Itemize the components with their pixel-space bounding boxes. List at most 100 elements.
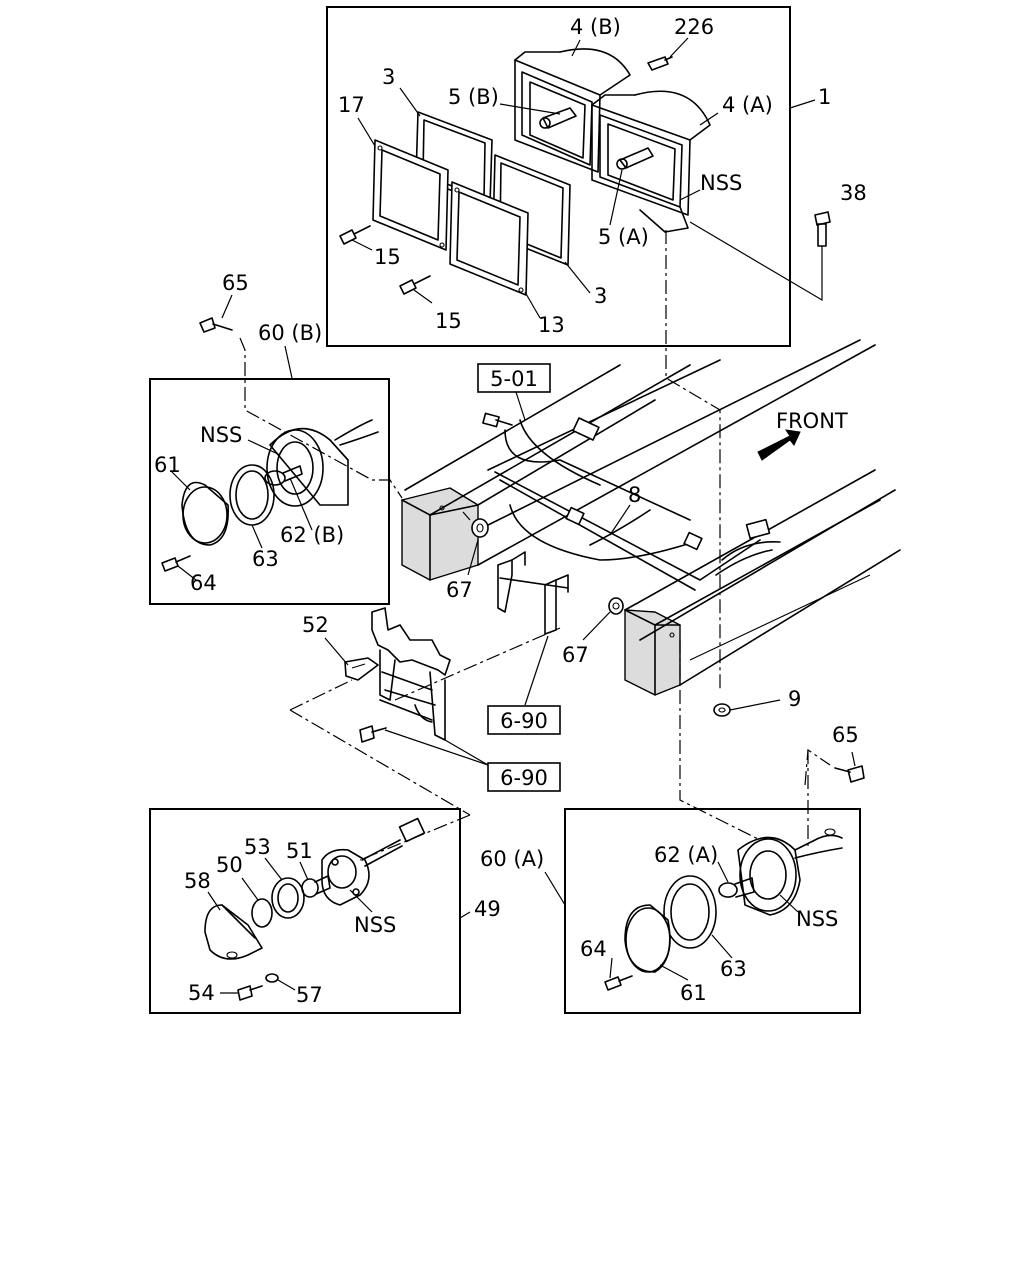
label-63-top: 63 (252, 547, 279, 571)
side-lamp-lens (251, 898, 273, 928)
label-3-top: 3 (382, 65, 395, 89)
left-box-leaders (171, 294, 313, 581)
turn-lamp-b-bulb (264, 465, 303, 486)
side-lamp-cover (204, 904, 263, 960)
headlamp-bulb-b (539, 107, 577, 129)
label-67b: 67 (562, 643, 589, 667)
mounting-bolt-226 (647, 56, 673, 71)
headlamp-housing-a (591, 90, 711, 233)
side-lamp-52 (344, 657, 379, 681)
label-64-top: 64 (190, 571, 217, 595)
label-nss-left: NSS (200, 423, 242, 447)
turn-lamp-a-housing (737, 828, 843, 916)
turn-lamp-a-screw (604, 975, 633, 991)
side-lamp-leaders (207, 857, 471, 994)
turn-lamp-a-box (564, 808, 861, 1014)
nut-67a (471, 518, 489, 538)
label-60b: 60 (B) (258, 321, 322, 345)
turn-lamp-b-housing (266, 419, 379, 507)
label-9: 9 (788, 687, 801, 711)
label-53: 53 (244, 835, 271, 859)
assembly-lines (239, 230, 831, 861)
bracket-leaders (324, 637, 489, 766)
label-3-bottom: 3 (594, 284, 607, 308)
label-51: 51 (286, 839, 313, 863)
label-50: 50 (216, 853, 243, 877)
turn-lamp-b-box (149, 378, 390, 605)
ref-6-90-b-text: 6-90 (500, 766, 548, 790)
ref-box-6-90-b: 6-90 (487, 762, 561, 792)
turn-lamp-b-gasket (229, 464, 275, 526)
bezel-screw-15b (399, 275, 431, 295)
top-leaders (351, 37, 823, 319)
bolt-65-top (199, 317, 233, 333)
label-49: 49 (474, 897, 501, 921)
label-64-bottom: 64 (580, 937, 607, 961)
headlamp-bezel-17 (372, 139, 449, 251)
label-63-bottom: 63 (720, 957, 747, 981)
label-8: 8 (628, 483, 641, 507)
label-nss-right: NSS (796, 907, 838, 931)
label-17: 17 (338, 93, 365, 117)
bolt-65-bottom (834, 765, 865, 783)
label-4a: 4 (A) (722, 93, 773, 117)
bolt-38 (814, 211, 831, 247)
ref-5-01-text: 5-01 (490, 367, 538, 391)
label-nss-top: NSS (700, 171, 742, 195)
bumper-left-end (401, 487, 479, 581)
turn-lamp-b-screw (161, 555, 191, 572)
headlamp-bulb-a (616, 147, 654, 170)
label-13: 13 (538, 313, 565, 337)
label-61-bottom: 61 (680, 981, 707, 1005)
label-54: 54 (188, 981, 215, 1005)
headlamp-assembly-box (326, 6, 791, 347)
label-61-top: 61 (154, 453, 181, 477)
headlamp-bezel-13 (449, 181, 529, 296)
label-62a: 62 (A) (654, 843, 718, 867)
ref-6-90-a-text: 6-90 (500, 709, 548, 733)
nut-67b (608, 597, 624, 615)
label-65-top: 65 (222, 271, 249, 295)
label-60a: 60 (A) (480, 847, 544, 871)
front-arrow-icon (757, 429, 801, 461)
label-1: 1 (818, 85, 831, 109)
bezel-screw-15a (339, 225, 371, 245)
ref-box-5-01: 5-01 (477, 363, 551, 393)
label-15b: 15 (435, 309, 462, 333)
headlamp-housing-b (514, 48, 631, 173)
turn-lamp-a-leaders (544, 751, 856, 981)
turn-lamp-b-lens (181, 481, 229, 546)
callout-labels: 4 (B) 226 3 5 (B) 4 (A) 1 17 NSS 38 5 (A… (154, 15, 867, 1007)
label-67a: 67 (446, 578, 473, 602)
bracket-center (497, 551, 569, 635)
center-leaders (467, 391, 781, 711)
side-lamp-box (149, 808, 461, 1014)
ref-box-6-90-a: 6-90 (487, 705, 561, 735)
side-lamp-screw (237, 985, 263, 1001)
label-226: 226 (674, 15, 714, 39)
turn-lamp-a-lens (624, 904, 671, 973)
bracket-bolt (359, 725, 387, 743)
connector-5-01 (482, 412, 513, 428)
wiring-harness-8 (494, 417, 781, 591)
label-57: 57 (296, 983, 323, 1007)
label-5a: 5 (A) (598, 225, 649, 249)
turn-lamp-a-bulb (718, 877, 755, 898)
side-lamp-bracket (371, 607, 451, 741)
label-5b: 5 (B) (448, 85, 499, 109)
bumper-right-end (624, 609, 681, 696)
label-front: FRONT (776, 409, 848, 433)
label-nss-bottom: NSS (354, 913, 396, 937)
label-4b: 4 (B) (570, 15, 621, 39)
label-15a: 15 (374, 245, 401, 269)
label-38: 38 (840, 181, 867, 205)
label-65-bottom: 65 (832, 723, 859, 747)
turn-lamp-a-gasket (663, 875, 717, 949)
side-lamp-gasket (271, 877, 305, 919)
side-lamp-housing (321, 817, 426, 906)
side-lamp-washer (265, 973, 279, 983)
nut-9 (713, 703, 731, 717)
bumper-body (404, 339, 901, 686)
